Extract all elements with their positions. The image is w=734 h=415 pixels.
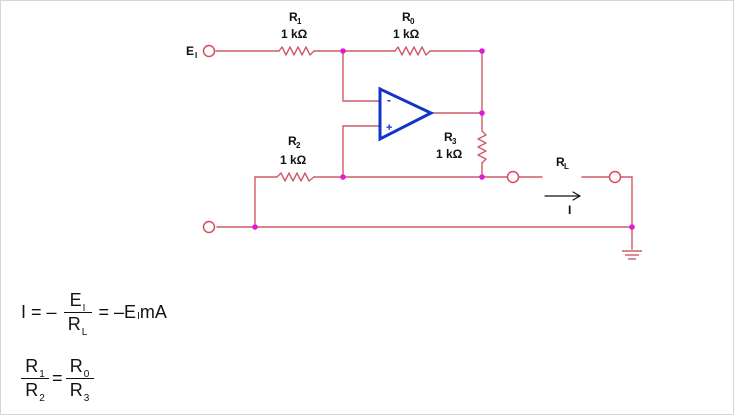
ratio-right-numerator: R0 xyxy=(69,356,90,380)
opamp-minus-label: - xyxy=(387,93,391,107)
input-label-main: E xyxy=(186,44,194,58)
resistor-r2-sub: 2 xyxy=(296,141,301,150)
input-terminal-bottom xyxy=(202,220,216,234)
junction-node-mid-right xyxy=(479,174,485,180)
current-formula-denominator-main: R xyxy=(67,313,81,334)
junction-node-mid-left xyxy=(340,174,346,180)
resistor-r3-sub: 3 xyxy=(452,137,457,146)
resistor-r0-symbol xyxy=(394,46,431,56)
resistor-r3-value: 1 kΩ xyxy=(436,147,463,161)
opamp-symbol: - + xyxy=(378,86,435,142)
resistor-rl-sub: L xyxy=(564,162,569,171)
resistor-r2-name: R xyxy=(288,134,297,148)
current-formula-numerator-main: E xyxy=(69,290,82,310)
ratio-right-numerator-sub: 0 xyxy=(83,369,90,380)
ratio-right-denominator-sub: 3 xyxy=(83,392,90,404)
ratio-right-denominator-main: R xyxy=(69,379,83,400)
ratio-left-numerator-sub: 1 xyxy=(39,369,45,380)
resistor-r0-label: R 0 1 kΩ xyxy=(393,10,420,41)
ground-symbol xyxy=(622,250,642,260)
resistor-r0-sub: 0 xyxy=(410,17,415,26)
current-formula-denominator: RL xyxy=(67,313,88,337)
resistor-rl-name: R xyxy=(556,155,565,169)
ratio-left-bar xyxy=(21,377,49,379)
ratio-left-denominator: R2 xyxy=(25,379,45,403)
junction-node-bottom-left xyxy=(252,224,258,230)
resistor-r3-symbol xyxy=(477,130,487,164)
resistor-r2-label: R 2 1 kΩ xyxy=(280,134,307,167)
junction-node-output xyxy=(479,110,485,116)
resistor-ratio-row: R1 R2 = R0 R3 xyxy=(18,356,97,404)
current-formula-denominator-sub: L xyxy=(81,326,88,338)
junction-node-bottom-right xyxy=(629,224,635,230)
ratio-equals-sign: = xyxy=(52,368,63,389)
input-terminal-top xyxy=(202,44,216,58)
input-label-sub: I xyxy=(195,51,197,60)
resistor-r0-value: 1 kΩ xyxy=(393,27,420,41)
ratio-left-denominator-sub: 2 xyxy=(39,392,45,404)
ratio-left-fraction: R1 R2 xyxy=(21,356,49,404)
terminal-group xyxy=(202,44,622,234)
current-label: I xyxy=(568,203,571,217)
current-formula-numerator: EI xyxy=(69,290,86,314)
resistor-r1-name: R xyxy=(289,10,298,24)
current-formula-fraction-bar xyxy=(63,311,92,313)
load-terminal-right xyxy=(608,170,622,184)
resistor-r1-label: R 1 1 kΩ xyxy=(281,10,308,41)
current-formula-middle: = –E xyxy=(98,302,137,323)
opamp-body xyxy=(378,86,435,142)
circuit-diagram: - + E I R 1 1 kΩ R 0 1 kΩ xyxy=(186,10,642,260)
resistor-r3-name: R xyxy=(444,130,453,144)
junction-node-top-left xyxy=(340,48,346,54)
load-terminal-left xyxy=(506,170,520,184)
resistor-r1-value: 1 kΩ xyxy=(281,27,308,41)
resistor-rl-label: R L xyxy=(556,155,569,171)
ratio-left-denominator-main: R xyxy=(25,379,39,400)
junction-node-top-right xyxy=(479,48,485,54)
ratio-left-numerator-main: R xyxy=(25,356,39,376)
resistor-r2-symbol xyxy=(276,172,315,182)
ratio-right-bar xyxy=(65,377,94,379)
resistor-r1-symbol xyxy=(278,46,315,56)
ratio-right-fraction: R0 R3 xyxy=(65,356,94,404)
opamp-plus-label: + xyxy=(386,122,392,134)
resistor-r2-value: 1 kΩ xyxy=(280,153,307,167)
resistor-r1-sub: 1 xyxy=(297,17,302,26)
ratio-left-numerator: R1 xyxy=(25,356,45,380)
current-arrow xyxy=(544,191,581,201)
ratio-right-denominator: R3 xyxy=(69,379,90,403)
input-label: E I xyxy=(186,44,197,60)
resistor-r0-name: R xyxy=(402,10,411,24)
wire-group xyxy=(215,50,633,250)
current-arrow-head xyxy=(572,191,581,201)
current-formula-tail: mA xyxy=(139,302,167,323)
current-formula-middle-sub: I xyxy=(137,311,140,323)
current-formula-fraction: EI RL xyxy=(63,290,92,338)
node-group xyxy=(252,48,635,230)
current-formula-lhs: I = – xyxy=(21,302,57,323)
resistor-ratio-formula: R1 R2 = R0 R3 xyxy=(18,356,97,404)
resistor-group xyxy=(276,46,487,182)
resistor-r3-label: R 3 1 kΩ xyxy=(436,130,463,161)
current-formula-numerator-sub: I xyxy=(82,303,86,314)
ratio-right-numerator-main: R xyxy=(69,356,83,376)
